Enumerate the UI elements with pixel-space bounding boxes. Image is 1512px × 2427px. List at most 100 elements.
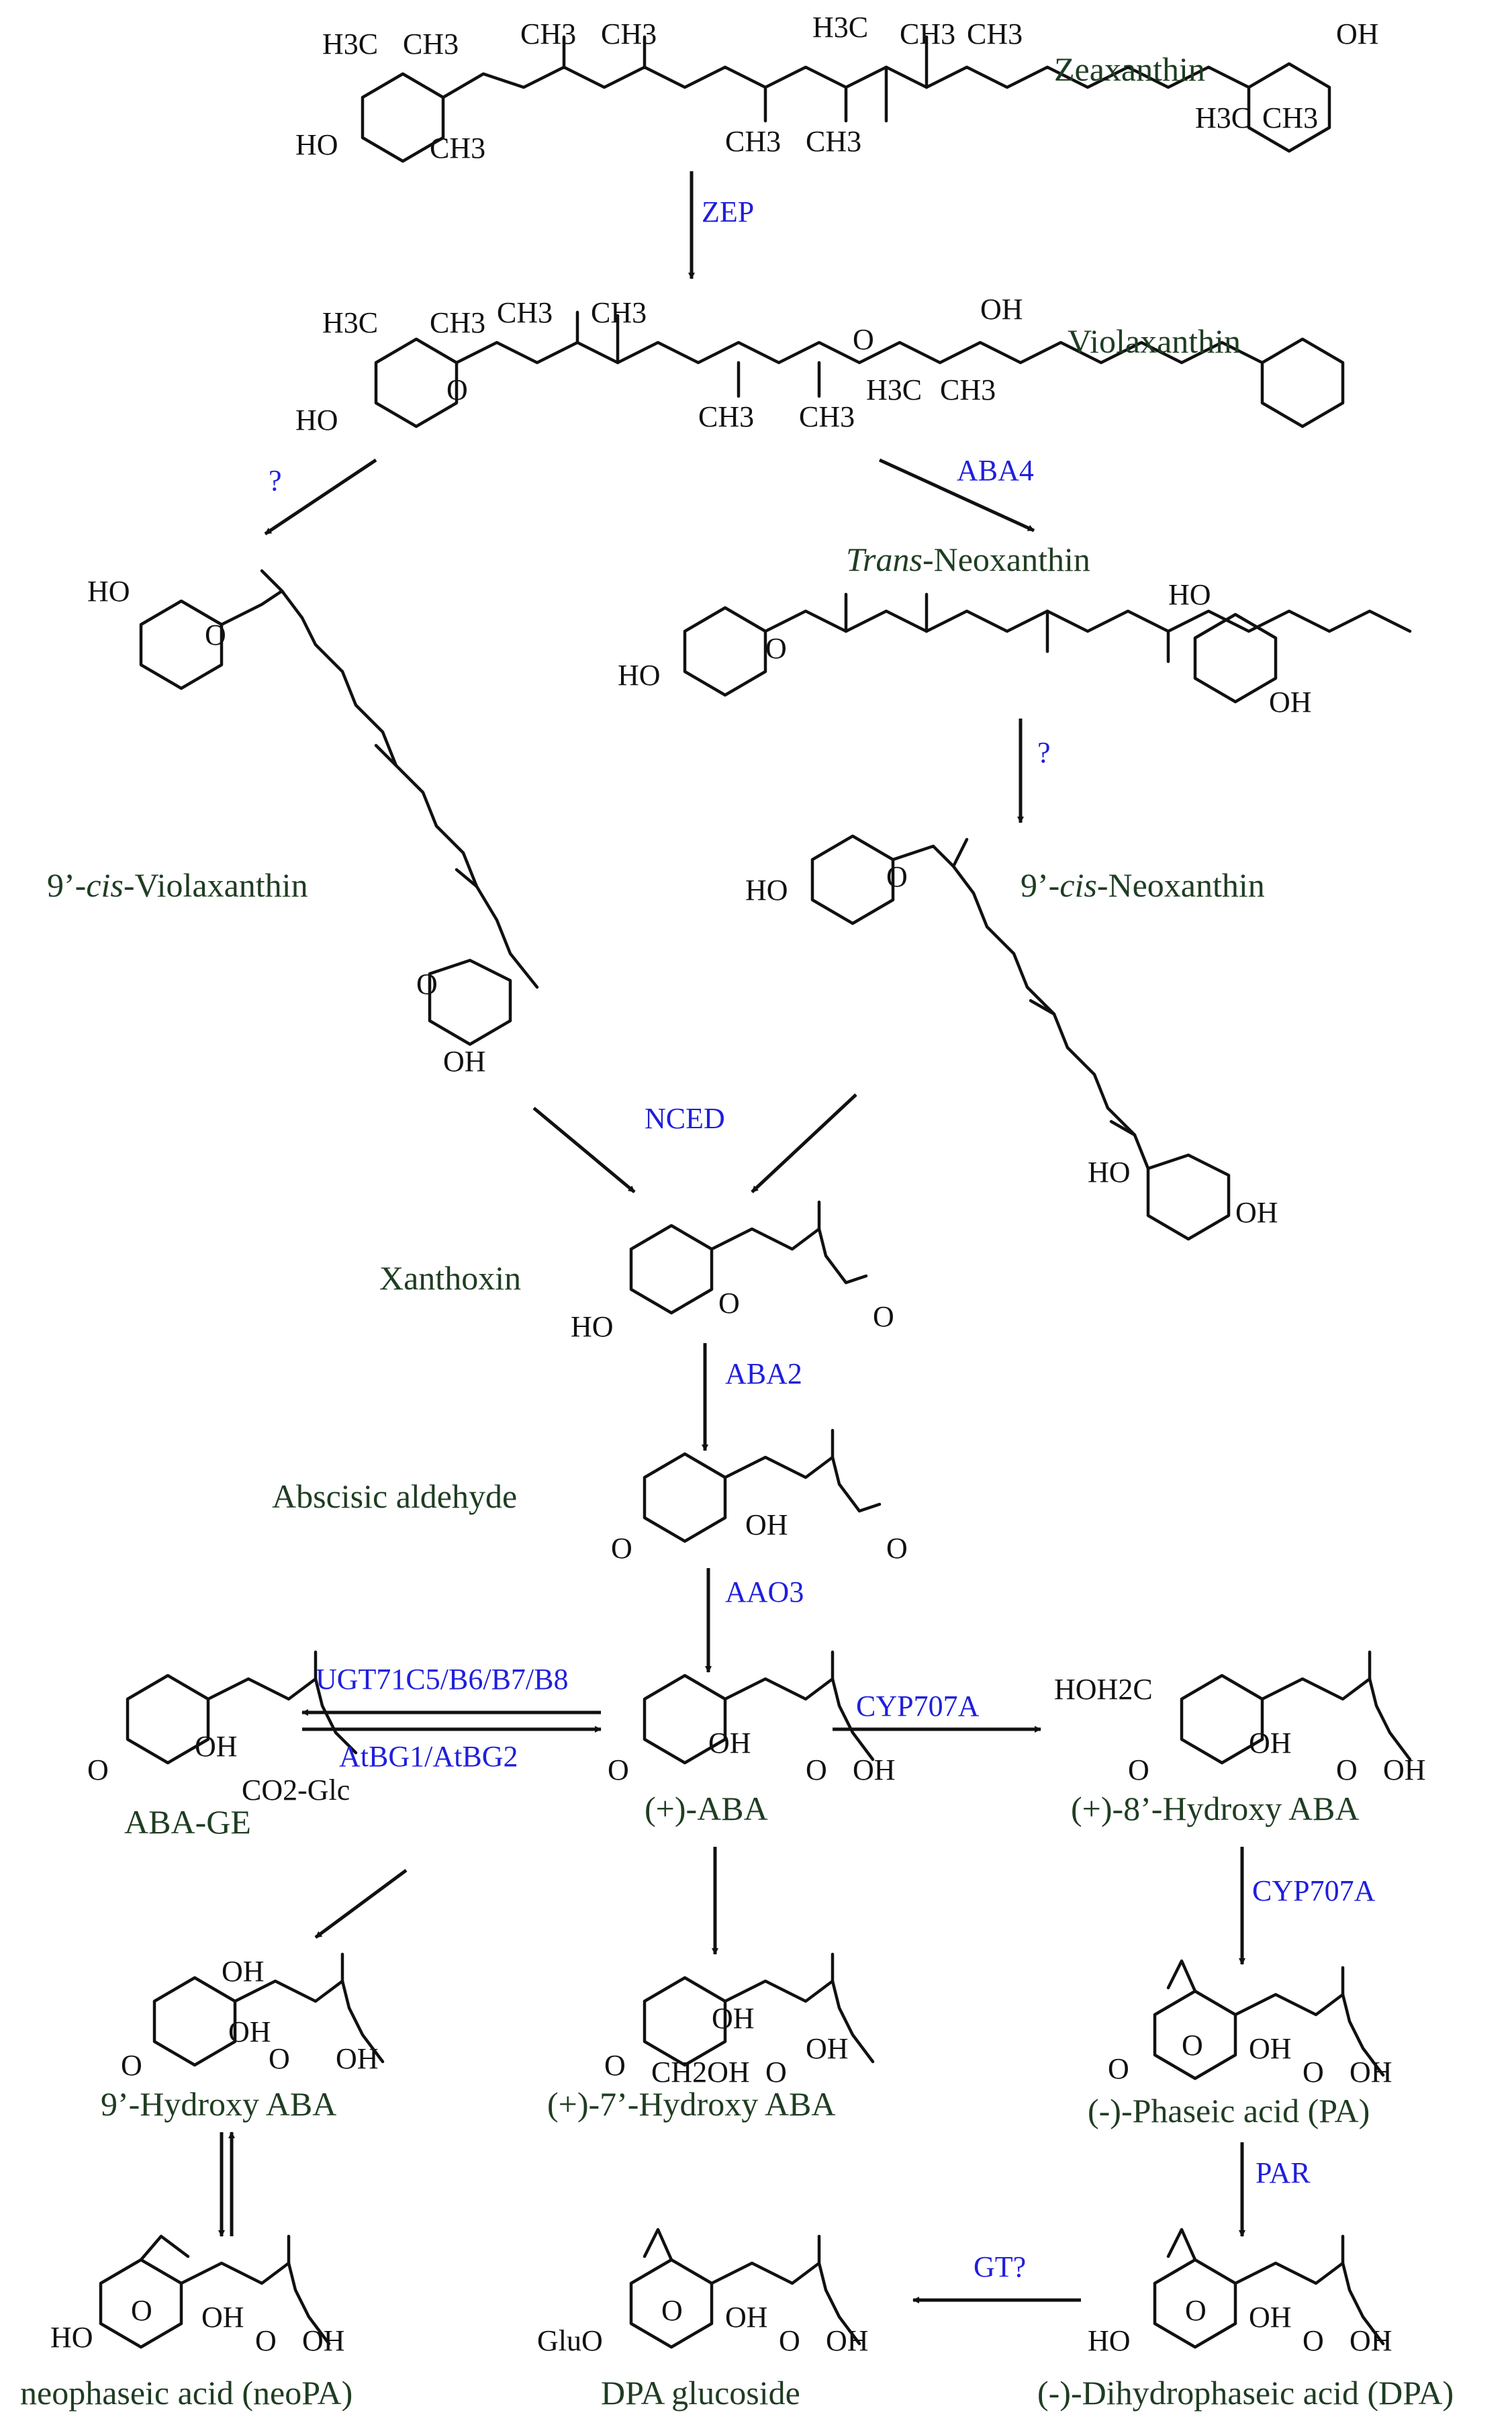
zeaxanthin-ch3-7: CH3 [967,17,1023,50]
aba-o-ketone: O [608,1753,629,1786]
enzyme-cyp707a-top: CYP707A [856,1690,980,1723]
aba-ge-structure: O OH CO2-Glc [87,1650,358,1806]
dpa-glucoside-gluo: GluO [537,2324,603,2357]
violaxanthin-ho: HO [295,404,338,437]
hydroxy-8-aba-o-acid: O [1336,1753,1358,1786]
neophaseic-acid-o-ring: O [131,2294,152,2327]
label-cis-neoxanthin: 9’-cis-Neoxanthin [1021,866,1265,904]
cis-violaxanthin-ho: HO [87,575,130,608]
phaseic-acid-structure: O O OH O OH [1108,1959,1392,2089]
cis-neoxanthin-oh: OH [1235,1196,1278,1229]
trans-neoxanthin-ho: HO [618,659,661,692]
zeaxanthin-ho: HO [295,128,338,161]
violaxanthin-structure: H3C CH3 CH3 CH3 CH3 CH3 HO O O OH H3C CH… [295,293,1345,437]
enzyme-par: PAR [1256,2156,1311,2189]
cis-neoxanthin-ho-right: HO [1088,1156,1131,1189]
neophaseic-acid-oh-acid: OH [302,2324,345,2357]
trans-neoxanthin-ho-right: HO [1168,578,1211,611]
label-9-hydroxy-aba: 9’-Hydroxy ABA [101,2085,336,2123]
violaxanthin-ch3-4: CH3 [698,400,754,433]
arrow-aba4 [878,458,1035,533]
neophaseic-acid-structure: HO O OH O OH [50,2234,345,2357]
phaseic-acid-o-ketone: O [1108,2052,1129,2085]
enzyme-unknown-left: ? [269,464,282,497]
hydroxy-7-aba-o-ketone: O [604,2049,626,2082]
enzyme-zep: ZEP [702,195,754,228]
label-aba-ge: ABA-GE [124,1803,251,1841]
dpa-glucoside-o-ring: O [661,2294,683,2327]
violaxanthin-h3c-right: H3C [866,373,922,406]
neophaseic-acid-oh: OH [201,2301,244,2334]
label-neophaseic-acid: neophaseic acid (neoPA) [20,2374,352,2412]
zeaxanthin-ch3-6: CH3 [806,125,861,158]
label-trans-neoxanthin: Trans-Neoxanthin [846,541,1090,578]
aba-oh-acid: OH [853,1753,896,1786]
violaxanthin-oh: OH [980,293,1023,326]
enzyme-nced: NCED [645,1102,725,1135]
hydroxy-9-aba-o-ketone: O [121,2049,142,2082]
abscisic-aldehyde-oh: OH [745,1508,788,1541]
xanthoxin-o-aldehyde: O [873,1300,894,1333]
label-xanthoxin: Xanthoxin [379,1259,521,1297]
violaxanthin-o-right: O [853,323,874,356]
arrow-nced-left [532,1107,636,1193]
violaxanthin-h3c-left: H3C [322,306,378,339]
cis-violaxanthin-o-bottom: O [416,968,438,1001]
phaseic-acid-oh-acid: OH [1350,2056,1392,2089]
dihydrophaseic-acid-oh-acid: OH [1350,2324,1392,2357]
cis-violaxanthin-structure: HO O O OH [87,569,539,1078]
dpa-glucoside-oh-acid: OH [826,2324,869,2357]
aba-ge-oh: OH [195,1730,238,1763]
phaseic-acid-o-acid: O [1303,2056,1324,2089]
dpa-glucoside-structure: GluO O OH O OH [537,2228,869,2357]
label-phaseic-acid: (-)-Phaseic acid (PA) [1088,2092,1370,2130]
zeaxanthin-structure: H3C CH3 CH3 CH3 CH3 CH3 CH3 H3C CH3 CH3 … [295,11,1379,165]
label-dpa-glucoside: DPA glucoside [601,2374,800,2412]
violaxanthin-ch3-2: CH3 [497,296,553,329]
hydroxy-8-aba-hoh2c: HOH2C [1054,1673,1153,1706]
aba-ge-co2glc: CO2-Glc [242,1774,350,1806]
label-abscisic-aldehyde: Abscisic aldehyde [272,1477,517,1515]
arrow-violaxanthin-to-cis-violaxanthin [264,458,377,536]
enzyme-cyp707a-right: CYP707A [1252,1874,1376,1907]
hydroxy-9-aba-structure: OH O OH O OH [121,1952,385,2082]
zeaxanthin-ch3-5: CH3 [725,125,781,158]
arrow-aba-to-9-hydroxy [314,1868,408,1939]
phaseic-acid-oh: OH [1249,2032,1292,2065]
dihydrophaseic-acid-o-acid: O [1303,2324,1324,2357]
violaxanthin-ch3-3: CH3 [591,296,647,329]
violaxanthin-ch3-1: CH3 [430,306,485,339]
zeaxanthin-h3c-left: H3C [322,28,378,60]
dihydrophaseic-acid-oh: OH [1249,2301,1292,2334]
abscisic-aldehyde-structure: O OH O [611,1428,908,1565]
label-violaxanthin: Violaxanthin [1068,322,1241,360]
xanthoxin-ho: HO [571,1310,614,1343]
label-zeaxanthin: Zeaxanthin [1054,50,1205,88]
trans-neoxanthin-oh: OH [1269,686,1312,719]
hydroxy-8-aba-oh-acid: OH [1383,1753,1426,1786]
cis-neoxanthin-o: O [886,860,908,893]
violaxanthin-ch3-5: CH3 [799,400,855,433]
aba-o-acid: O [806,1753,827,1786]
trans-neoxanthin-structure: HO O HO OH [618,578,1412,719]
hydroxy-9-aba-oh: OH [228,2015,271,2048]
enzyme-aba4: ABA4 [957,454,1034,487]
enzyme-aba2: ABA2 [725,1357,802,1390]
aba-ge-o-ketone: O [87,1753,109,1786]
abscisic-aldehyde-o-aldehyde: O [886,1532,908,1565]
cis-neoxanthin-structure: HO O HO OH [745,834,1278,1241]
hydroxy-7-aba-oh-acid: OH [806,2032,849,2065]
zeaxanthin-h3c-right-2: H3C [1195,101,1251,134]
hydroxy-9-aba-oh-acid: OH [336,2042,379,2075]
hydroxy-9-aba-oh-top: OH [222,1955,265,1988]
label-aba: (+)-ABA [645,1790,768,1827]
label-cis-violaxanthin: 9’-cis-Violaxanthin [47,866,308,904]
zeaxanthin-oh: OH [1336,17,1379,50]
xanthoxin-structure: HO O O [571,1200,894,1343]
zeaxanthin-ch3-1: CH3 [403,28,459,60]
dpa-glucoside-oh: OH [725,2301,768,2334]
hydroxy-7-aba-oh: OH [712,2002,755,2035]
zeaxanthin-ch3-8: CH3 [430,132,485,165]
hydroxy-7-aba-o-acid: O [765,2056,787,2089]
